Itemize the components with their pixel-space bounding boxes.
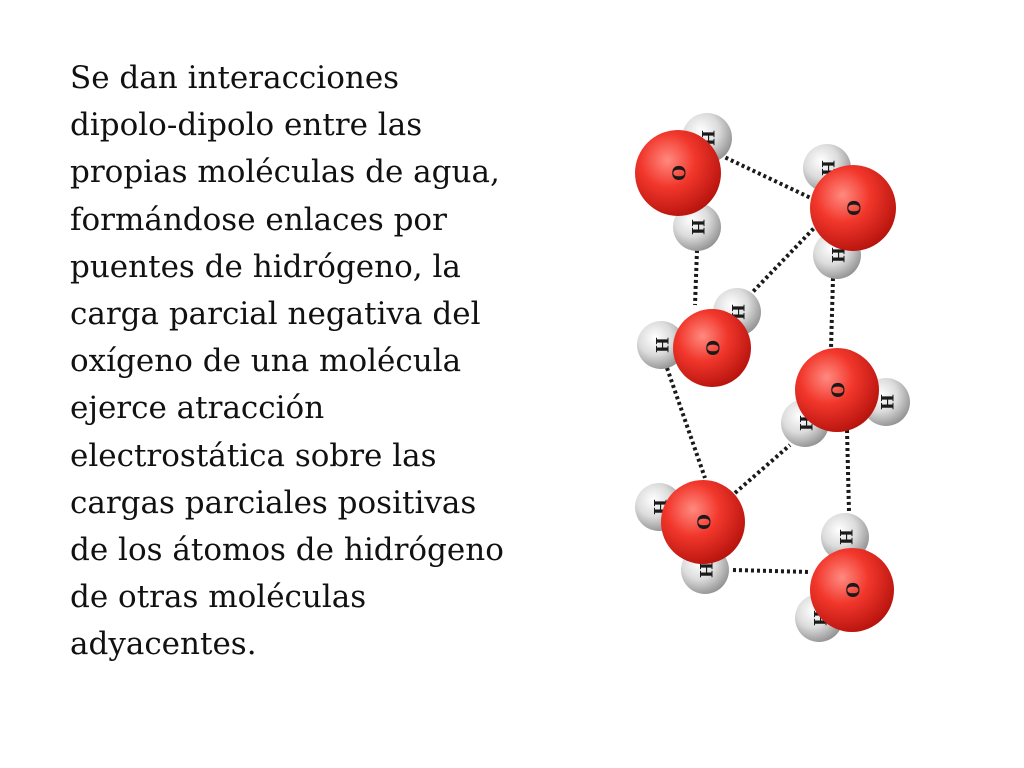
text-line: adyacentes. <box>70 626 257 663</box>
oxygen-atom-label: O <box>693 514 714 530</box>
hydrogen-atom: H <box>637 321 685 369</box>
oxygen-atom: O <box>810 548 894 632</box>
text-line: cargas parciales positivas <box>70 484 477 521</box>
oxygen-atom-label: O <box>843 200 864 216</box>
oxygen-atom-label: O <box>842 582 863 598</box>
text-line: carga parcial negativa del <box>70 296 481 333</box>
hydrogen-atom-label: H <box>695 562 715 578</box>
text-line: dipolo-dipolo entre las <box>70 107 423 144</box>
hydrogen-bonds <box>665 153 851 574</box>
oxygen-atom: O <box>661 480 745 564</box>
hydrogen-atom-label: H <box>687 219 707 235</box>
oxygen-atom-label: O <box>668 165 689 181</box>
oxygen-atom-label: O <box>827 382 848 398</box>
oxygen-atom-sphere <box>810 165 896 251</box>
text-line: Se dan interacciones <box>70 60 400 96</box>
body-text: Se dan interacciones dipolo-dipolo entre… <box>70 55 570 669</box>
text-line: propias moléculas de agua, <box>70 154 500 191</box>
hydrogen-atom-label: H <box>827 247 847 263</box>
hydrogen-bond-line <box>845 429 851 513</box>
hydrogen-bond-line <box>829 277 835 349</box>
hydrogen-atom-label: H <box>651 337 671 353</box>
hydrogen-atom-label: H <box>876 394 896 410</box>
text-line: puentes de hidrógeno, la <box>70 248 461 285</box>
oxygen-atom-sphere <box>810 548 894 632</box>
text-line: ejerce atracción <box>70 390 325 427</box>
text-line: de otras moléculas <box>70 579 367 616</box>
hydrogen-bond-line <box>732 568 811 574</box>
hydrogen-bond-line <box>743 223 819 302</box>
oxygen-atom-label: O <box>702 340 723 356</box>
hydrogen-bond-line <box>733 443 792 495</box>
text-line: de los átomos de hidrógeno <box>70 532 504 569</box>
hydrogen-bond-line <box>719 153 816 202</box>
hydrogen-atom-sphere <box>637 321 685 369</box>
oxygen-atom-sphere <box>661 480 745 564</box>
hydrogen-bond-line <box>693 249 699 306</box>
text-line: formándose enlaces por <box>70 201 447 238</box>
oxygen-atom: O <box>795 348 879 432</box>
oxygen-atom: O <box>673 309 751 387</box>
oxygen-atom: O <box>810 165 896 251</box>
hydrogen-bond-line <box>665 367 707 479</box>
oxygen-atom-sphere <box>635 130 721 216</box>
oxygen-atom-sphere <box>673 309 751 387</box>
text-line: oxígeno de una molécula <box>70 343 462 380</box>
oxygen-atom-sphere <box>795 348 879 432</box>
oxygen-atom: O <box>635 130 721 216</box>
text-line: electrostática sobre las <box>70 437 437 474</box>
hydrogen-atom-label: H <box>835 529 855 545</box>
